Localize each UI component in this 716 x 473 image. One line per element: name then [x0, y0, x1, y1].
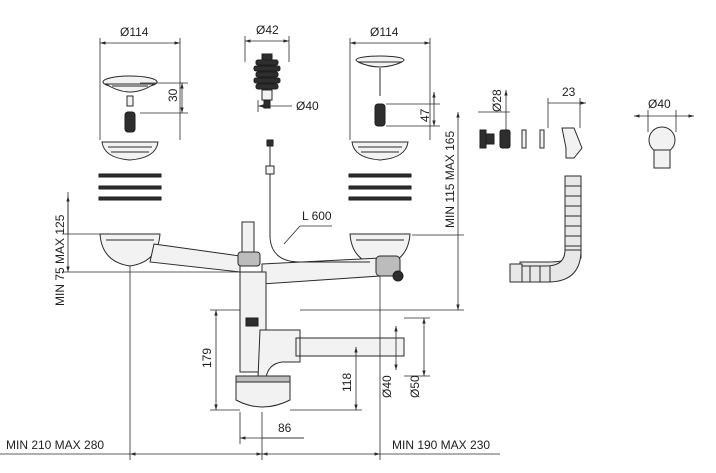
- left-basket: [104, 83, 156, 93]
- left-bowl-outlet: [99, 233, 161, 267]
- cable-length-label: L 600: [302, 209, 332, 223]
- popup-lever: [241, 221, 255, 255]
- bottom-dimensions-group: MIN 115 MAX 165 MIN 75 MAX 125 179 118 Ø…: [0, 112, 500, 460]
- overflow-width-label: 23: [562, 85, 576, 99]
- left-plug: [124, 111, 136, 133]
- drain-assembly-group: L 600: [99, 139, 411, 408]
- left-strainer-group: Ø114 30: [98, 25, 188, 201]
- right-plug-height-label: 47: [418, 108, 432, 122]
- overflow-washer: [499, 129, 511, 149]
- outlet-inner-diameter-label: Ø40: [380, 375, 394, 398]
- right-spacing-label: MIN 190 MAX 230: [392, 438, 490, 452]
- trap-offset-label: 86: [278, 421, 292, 435]
- overflow-bolt: [479, 129, 487, 149]
- right-strainer-diameter-label: Ø114: [370, 25, 399, 39]
- overflow-hose-group: [509, 175, 582, 283]
- popup-body-diameter-label: Ø40: [296, 99, 319, 113]
- washer-diameter-label: Ø28: [490, 89, 504, 112]
- outlet-pipe: [295, 337, 405, 357]
- trap-elbow: [257, 329, 301, 379]
- left-flange: [101, 141, 159, 161]
- left-gasket-3: [98, 196, 162, 201]
- overflow-cap: [648, 126, 676, 154]
- popup-waste-group: Ø42 Ø40: [244, 23, 319, 113]
- trap-height-label: 179: [200, 348, 214, 368]
- popup-top-diameter-label: Ø42: [256, 23, 279, 37]
- left-gasket-1: [98, 173, 162, 178]
- right-plug: [374, 103, 386, 127]
- left-spacing-label: MIN 210 MAX 280: [6, 438, 104, 452]
- overflow-parts-group: Ø28 23 Ø40: [478, 85, 694, 169]
- overflow-cap-diameter-label: Ø40: [648, 97, 671, 111]
- trap-badge: [245, 317, 259, 327]
- right-height-range-label: MIN 115 MAX 165: [443, 131, 457, 228]
- overflow-connector: [375, 255, 401, 277]
- outlet-height-label: 118: [340, 373, 354, 392]
- right-flange: [351, 141, 409, 161]
- left-basket-stem: [126, 95, 134, 107]
- left-height-range-label: MIN 75 MAX 125: [53, 214, 67, 306]
- popup-cable: [269, 170, 370, 263]
- overflow-housing: [561, 127, 583, 159]
- outlet-outer-diameter-label: Ø50: [408, 375, 422, 398]
- left-plug-height-label: 30: [166, 88, 180, 102]
- right-strainer-group: Ø114 47: [348, 25, 440, 201]
- bottle-trap-cup: [235, 377, 291, 408]
- left-gasket-2: [98, 185, 162, 190]
- left-arm-pipe: [149, 243, 241, 273]
- left-strainer-diameter-label: Ø114: [120, 25, 149, 39]
